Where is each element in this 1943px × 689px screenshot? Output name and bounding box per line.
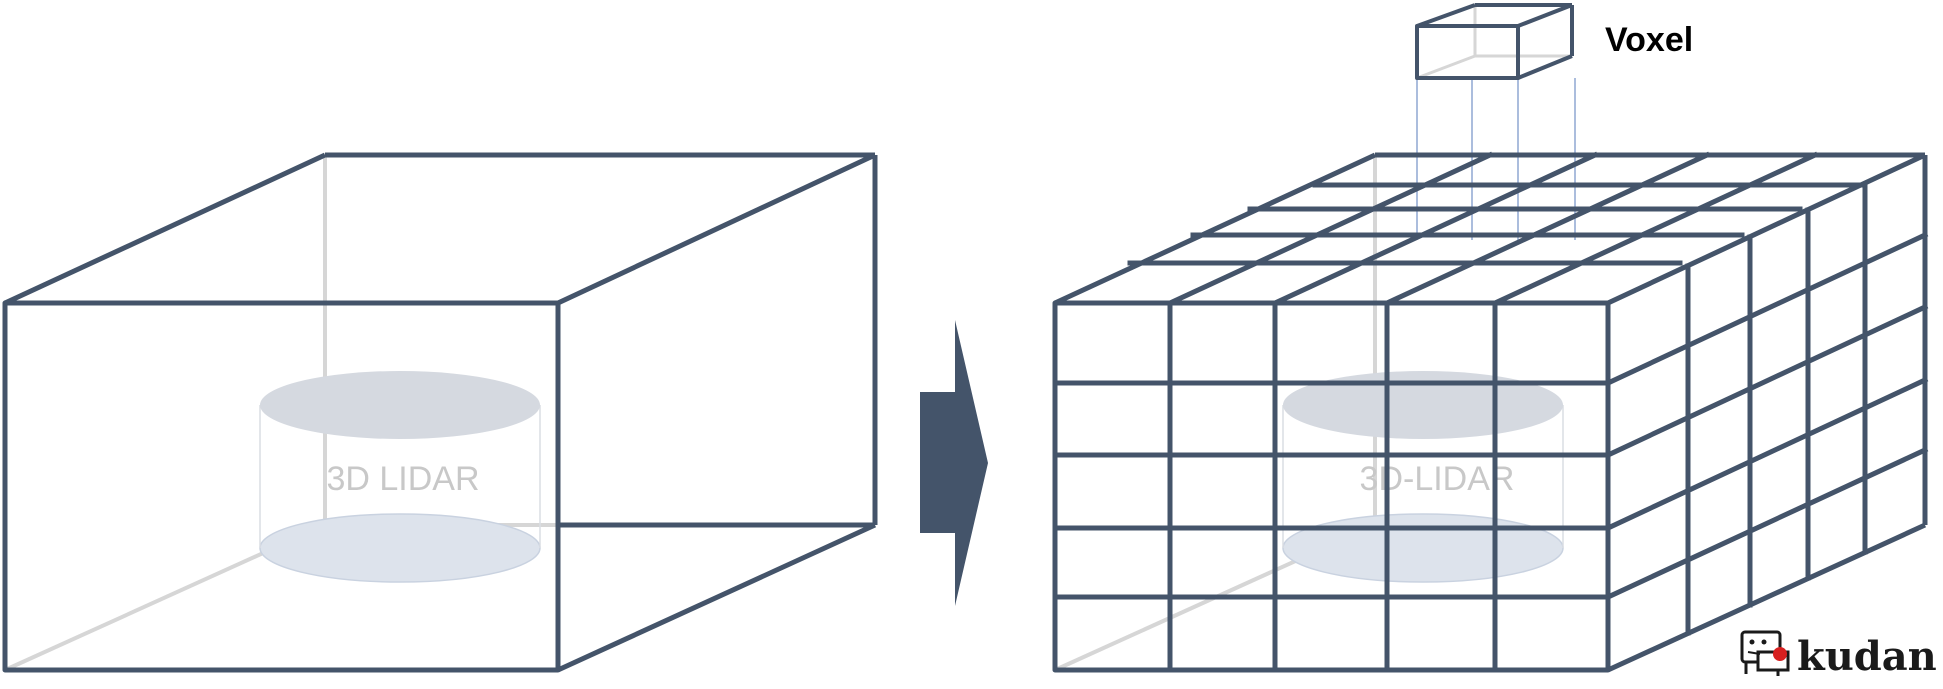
voxel-projection-lines xyxy=(1416,78,1576,240)
kudan-logo-text: kudan xyxy=(1797,633,1937,680)
right-lidar-bottom-disc xyxy=(1282,513,1564,583)
right-lidar-label: 3D-LIDAR xyxy=(1360,460,1515,498)
kudan-logo: kudan xyxy=(1740,630,1937,680)
left-lidar-label: 3D LIDAR xyxy=(326,460,479,498)
left-lidar-top-disc xyxy=(260,371,540,439)
left-box-diagram: 3D LIDAR xyxy=(2,152,878,673)
left-lidar-sensor: 3D LIDAR xyxy=(259,371,541,583)
left-box-visible-edges xyxy=(2,152,878,673)
right-arrow-icon xyxy=(920,320,988,606)
left-lidar-bottom-disc xyxy=(259,513,541,583)
right-voxel-box-diagram: 3D-LIDAR xyxy=(1052,3,1929,673)
voxel-grid-lines xyxy=(1052,151,1929,673)
voxel-label: Voxel xyxy=(1605,21,1693,59)
right-box-frame xyxy=(1052,152,1928,673)
robot-mascot-icon xyxy=(1740,630,1790,676)
voxel-cube-icon xyxy=(1415,3,1574,80)
right-lidar-sensor: 3D-LIDAR xyxy=(1282,371,1564,583)
